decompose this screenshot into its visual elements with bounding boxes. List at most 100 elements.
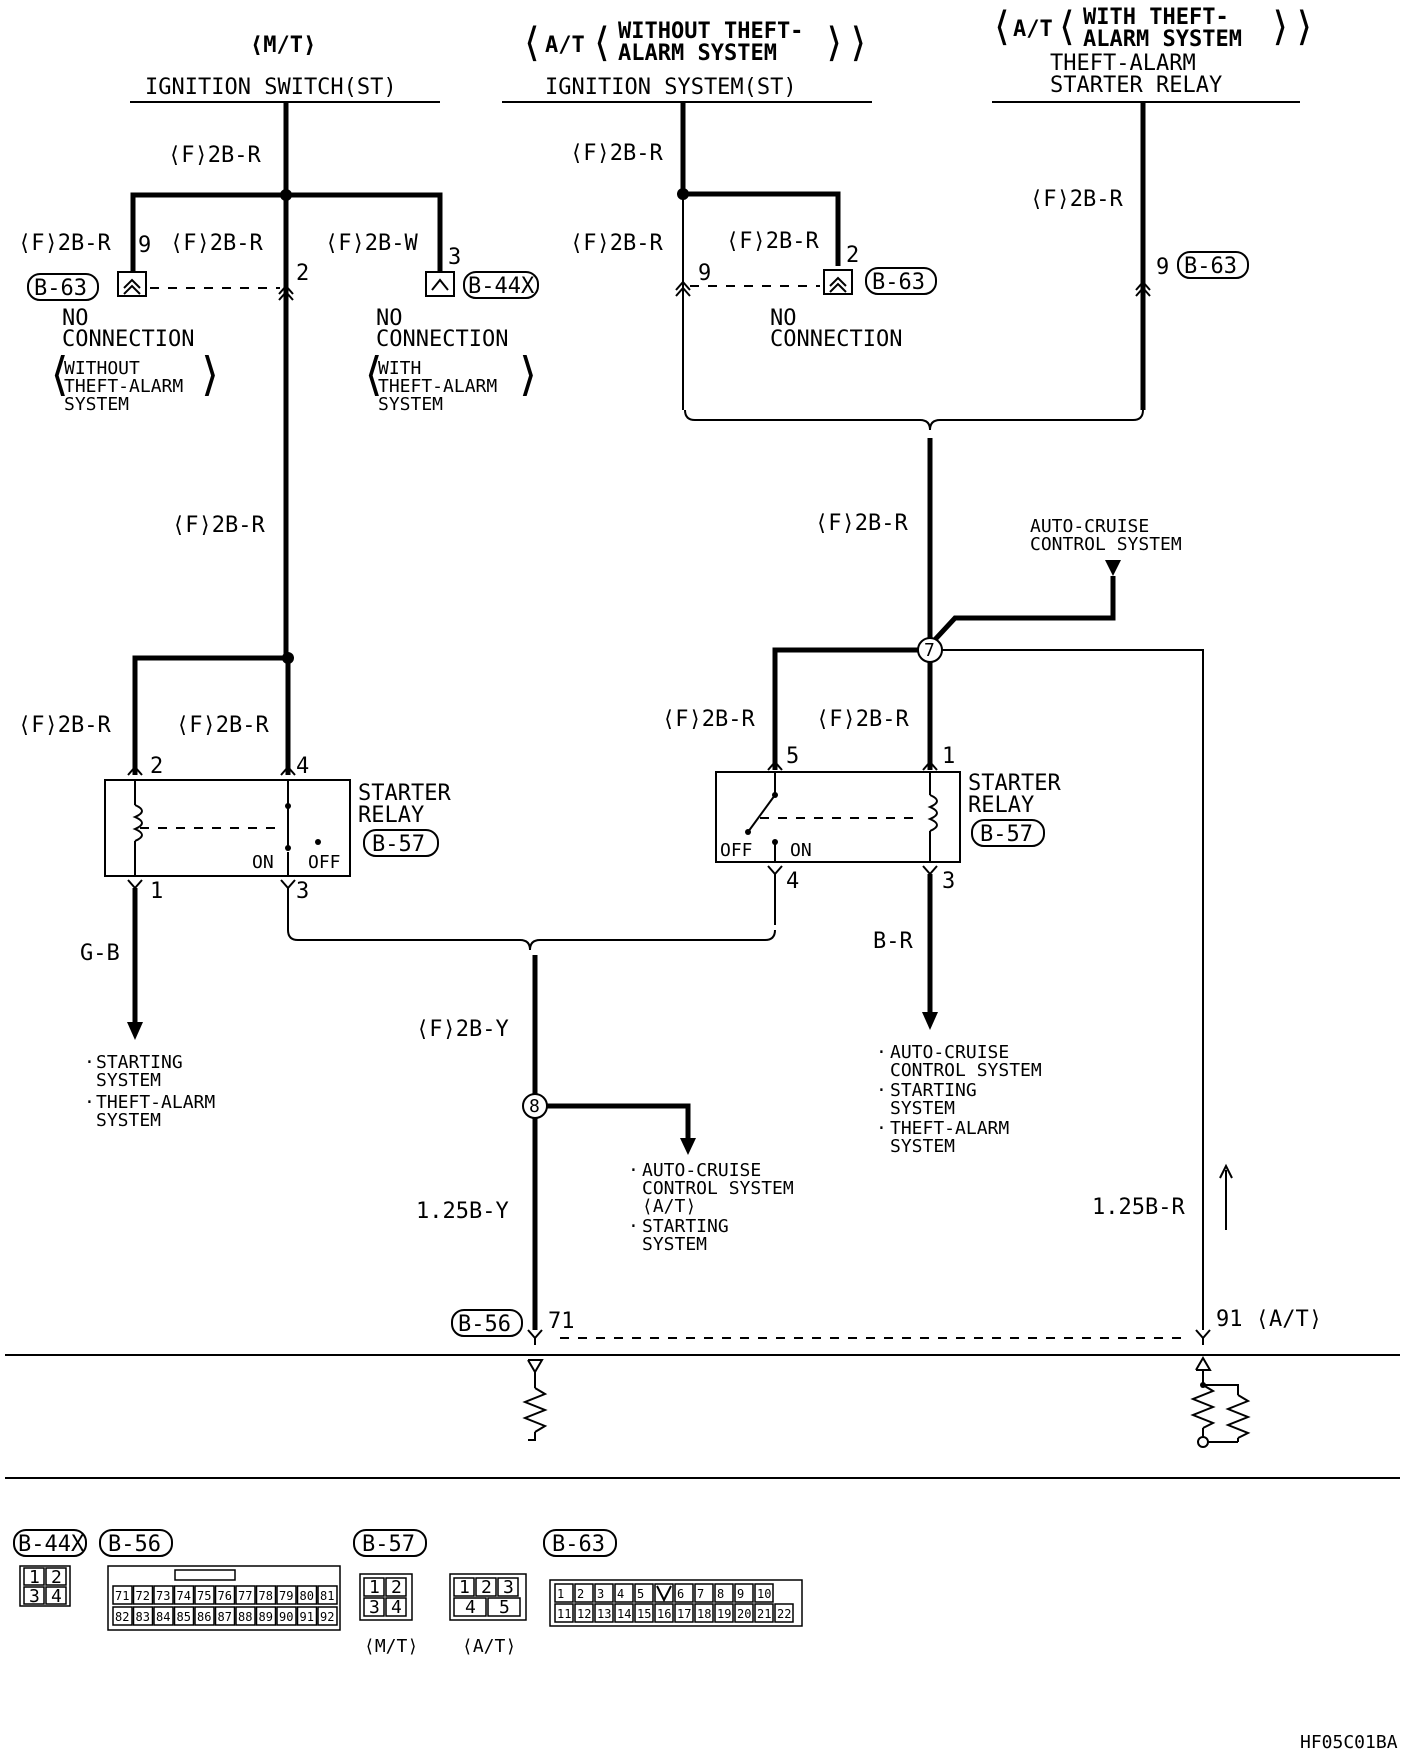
at-without-circuit: ⟨F⟩2B-R ⟨F⟩2B-R 9 ⟨F⟩2B-R 2 B-63 NO CONN… xyxy=(570,102,937,410)
cv-b63-pin-8: 8 xyxy=(717,1587,724,1601)
at-with-line2: ALARM SYSTEM xyxy=(1083,27,1242,52)
cv-b56-pin-82: 82 xyxy=(115,1610,129,1624)
cv-b44x-label: B-44X xyxy=(18,1532,85,1557)
mid-dest-acc-l1: AUTO-CRUISE xyxy=(642,1160,761,1181)
cv-b63-pin-14: 14 xyxy=(617,1607,631,1621)
cv-b63-pin-10: 10 xyxy=(757,1587,771,1601)
at-dest-bullet3: · xyxy=(876,1118,887,1139)
cv-b57-mt-label: ⟨M/T⟩ xyxy=(364,1636,418,1657)
cv-b63-pin-12: 12 xyxy=(577,1607,591,1621)
atw-wire-right-label: ⟨F⟩2B-R xyxy=(726,229,819,254)
cv-b56-pin-78: 78 xyxy=(259,1589,273,1603)
cv-b63-pin-1: 1 xyxy=(557,1587,564,1601)
cv-b63-pin-5: 5 xyxy=(637,1587,644,1601)
mt-circuit: ⟨F⟩2B-R ⟨F⟩2B-R 9 ⟨F⟩2B-R 2 ⟨F⟩2B-W 3 B-… xyxy=(18,102,542,1131)
at-with-title2: STARTER RELAY xyxy=(1050,73,1222,98)
cv-b56-pin-76: 76 xyxy=(218,1589,232,1603)
cv-b63-pin-16: 16 xyxy=(657,1607,671,1621)
at-acc-l1: AUTO-CRUISE xyxy=(1030,516,1149,537)
at-dest-starting-l2: SYSTEM xyxy=(890,1098,955,1119)
cv-b57-label: B-57 xyxy=(362,1532,415,1557)
at-with-prefix: A/T xyxy=(1013,17,1053,42)
mt-relay-b57-label: B-57 xyxy=(372,832,425,857)
mt-relay-title2: RELAY xyxy=(358,803,424,828)
mt-without-l3: SYSTEM xyxy=(64,394,129,415)
at-dest-bullet2: · xyxy=(876,1080,887,1101)
cv-b57-mt-grid: 1 2 3 4 xyxy=(359,1573,413,1621)
cv-b57-at-grid: 1 2 3 4 5 xyxy=(449,1573,527,1621)
atwt-pin9: 9 xyxy=(1156,255,1169,280)
mt-b44x-label: B-44X xyxy=(468,274,535,299)
at-without-prefix: A/T xyxy=(545,33,585,58)
cv-b56-pin-80: 80 xyxy=(300,1589,314,1603)
at-dest-starting-l1: STARTING xyxy=(890,1080,977,1101)
bottom-pin91: 91 ⟨A/T⟩ xyxy=(1216,1307,1322,1332)
cv-b63-pin-21: 21 xyxy=(757,1607,771,1621)
cv-b44x-pin2: 2 xyxy=(51,1567,62,1588)
bottom-b56-label: B-56 xyxy=(458,1312,511,1337)
cv-b56-pin-84: 84 xyxy=(156,1610,170,1624)
cv-b57-at-pin5: 5 xyxy=(499,1597,510,1618)
mt-b63-badge xyxy=(27,273,99,301)
bottom-f2by-label: ⟨F⟩2B-Y xyxy=(416,1017,509,1042)
cv-b57-at-label: ⟨A/T⟩ xyxy=(462,1636,516,1657)
junction-8-label: 8 xyxy=(529,1096,540,1117)
cv-b57-badge xyxy=(353,1529,427,1557)
cv-b57-at-pin1: 1 xyxy=(459,1577,470,1598)
junction-7-label: 7 xyxy=(924,640,935,661)
mt-dest-starting-l2: SYSTEM xyxy=(96,1070,161,1091)
cv-b57-at-pin4: 4 xyxy=(465,1597,476,1618)
mt-dest-starting-l1: STARTING xyxy=(96,1052,183,1073)
cv-b57-at-pin3: 3 xyxy=(503,1577,514,1598)
at-dest-acc-l2: CONTROL SYSTEM xyxy=(890,1060,1042,1081)
cv-b57-mt-pin3: 3 xyxy=(369,1597,380,1618)
cv-b57-mt-pin4: 4 xyxy=(391,1597,402,1618)
at-relay-right-wire-label: ⟨F⟩2B-R xyxy=(816,707,909,732)
cv-b44x-grid: 1 2 3 4 xyxy=(19,1565,71,1607)
at-relay-left-wire-label: ⟨F⟩2B-R xyxy=(662,707,755,732)
mt-tag: ⟨M/T⟩ xyxy=(250,33,316,58)
cv-b56-pin-91: 91 xyxy=(300,1610,314,1624)
at-relay-title2: RELAY xyxy=(968,793,1034,818)
at-without-title: IGNITION SYSTEM(ST) xyxy=(545,75,797,100)
mt-noconn1-l1: NO xyxy=(62,306,89,331)
cv-b56-pin-88: 88 xyxy=(238,1610,252,1624)
cv-b63-pin-4: 4 xyxy=(617,1587,624,1601)
atw-wire-left-label: ⟨F⟩2B-R xyxy=(570,231,663,256)
bottom-circuit: ⟨F⟩2B-Y 8 · AUTO-CRUISE CONTROL SYSTEM ⟨… xyxy=(5,929,1400,1479)
mt-b44x-badge xyxy=(463,271,539,299)
at-with-circuit: ⟨F⟩2B-R 9 B-63 xyxy=(1030,102,1249,410)
cv-b56-pin-75: 75 xyxy=(197,1589,211,1603)
header-at-with: ⟨ A/T ⟨ WITH THEFT- ALARM SYSTEM ⟩⟩ THEF… xyxy=(990,4,1316,103)
mt-with-l3: SYSTEM xyxy=(378,394,443,415)
mt-wire-top-label: ⟨F⟩2B-R xyxy=(168,143,261,168)
cv-b56-badge xyxy=(99,1529,173,1557)
cv-b63-pin-7: 7 xyxy=(697,1587,704,1601)
atw-wire-top-label: ⟨F⟩2B-R xyxy=(570,141,663,166)
cv-b56-pin-81: 81 xyxy=(320,1589,334,1603)
mt-relay-right-wire-label: ⟨F⟩2B-R xyxy=(176,713,269,738)
atw-pin9: 9 xyxy=(698,261,711,286)
atwt-b63-label: B-63 xyxy=(1184,254,1237,279)
at-dest-theft-l2: SYSTEM xyxy=(890,1136,955,1157)
at-relay-pin3: 3 xyxy=(942,869,955,894)
cv-b63-pin-13: 13 xyxy=(597,1607,611,1621)
cv-b44x-badge xyxy=(13,1529,87,1557)
header-mt: ⟨M/T⟩ IGNITION SWITCH(ST) xyxy=(130,33,440,103)
cv-b57-mt-pin1: 1 xyxy=(369,1577,380,1598)
svg-text:⟨: ⟨ xyxy=(360,347,388,401)
cv-b56-pin-85: 85 xyxy=(177,1610,191,1624)
at-relay-b57-label: B-57 xyxy=(980,822,1033,847)
cv-b63-pin-18: 18 xyxy=(697,1607,711,1621)
svg-text:⟩: ⟩ xyxy=(196,347,224,401)
cv-b56-pin-90: 90 xyxy=(279,1610,293,1624)
cv-b57-mt-pin2: 2 xyxy=(391,1577,402,1598)
mt-relay-pin1: 1 xyxy=(150,879,163,904)
at-without-line2: ALARM SYSTEM xyxy=(618,41,777,66)
mid-dest-starting-l2: SYSTEM xyxy=(642,1234,707,1255)
cv-b56-pin-71: 71 xyxy=(115,1589,129,1603)
atw-b63-badge xyxy=(865,267,937,295)
